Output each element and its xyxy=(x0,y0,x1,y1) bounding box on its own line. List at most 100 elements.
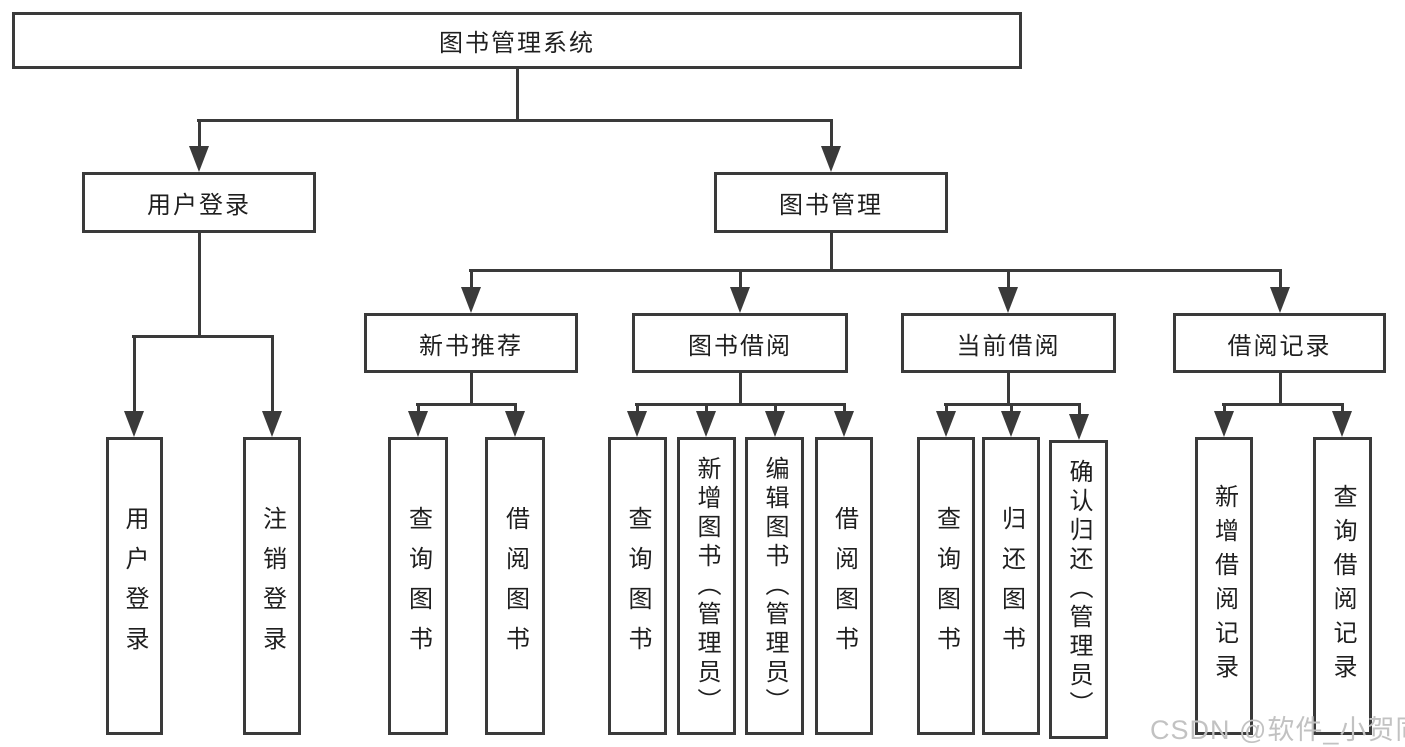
arrow-head xyxy=(505,411,525,437)
connector-book-management-drop xyxy=(830,233,833,272)
arrow-down-icon xyxy=(696,406,716,437)
arrow-down-icon xyxy=(1270,272,1290,313)
arrow-head xyxy=(627,411,647,437)
arrow-stem xyxy=(1077,406,1081,414)
arrow-down-icon xyxy=(1214,406,1234,437)
node-logout: 注销登录 xyxy=(243,437,301,735)
arrow-stem xyxy=(270,338,274,411)
arrow-down-icon xyxy=(1332,406,1352,437)
arrow-head xyxy=(1332,411,1352,437)
arrow-stem xyxy=(944,406,948,411)
node-label: 用户登录 xyxy=(147,192,251,219)
arrow-head xyxy=(189,146,209,172)
node-book-management: 图书管理 xyxy=(714,172,948,233)
node-label: 归还图书 xyxy=(997,506,1025,666)
node-current-borrowing: 当前借阅 xyxy=(901,313,1116,373)
connector-new-book-rail xyxy=(416,403,517,406)
connector-borrowing-records-rail xyxy=(1222,403,1344,406)
node-library-management-system: 图书管理系统 xyxy=(12,12,1022,69)
arrow-down-icon xyxy=(1001,406,1021,437)
arrow-stem xyxy=(197,122,201,146)
node-label: 图书管理 xyxy=(779,192,883,219)
node-label: 借阅图书 xyxy=(830,506,858,666)
node-query-borrow-record: 查询借阅记录 xyxy=(1313,437,1372,735)
node-label: 新增借阅记录 xyxy=(1210,484,1238,688)
csdn-watermark: CSDN @软件_小贺同学 xyxy=(1150,715,1405,745)
arrow-stem xyxy=(1009,406,1013,411)
node-add-book-admin: 新增图书（管理员） xyxy=(677,437,736,735)
node-borrow-books-borrowing: 借阅图书 xyxy=(815,437,873,735)
arrow-head xyxy=(730,287,750,313)
arrow-head xyxy=(1069,414,1089,440)
node-label: 图书管理系统 xyxy=(439,30,595,57)
node-edit-book-admin: 编辑图书（管理员） xyxy=(745,437,804,735)
arrow-stem xyxy=(842,406,846,411)
arrow-stem xyxy=(416,406,420,411)
connector-user-login-rail xyxy=(132,335,274,338)
node-return-books: 归还图书 xyxy=(982,437,1040,735)
arrow-head xyxy=(936,411,956,437)
arrow-down-icon xyxy=(124,338,144,437)
node-label: 借阅图书 xyxy=(501,506,529,666)
node-label: 确认归还（管理员） xyxy=(1065,459,1092,720)
node-query-books-borrowing: 查询图书 xyxy=(608,437,667,735)
arrow-down-icon xyxy=(1069,406,1089,440)
connector-book-borrowing-rail xyxy=(635,403,846,406)
arrow-head xyxy=(262,411,282,437)
arrow-head xyxy=(408,411,428,437)
connector-current-borrowing-drop xyxy=(1007,373,1010,406)
arrow-stem xyxy=(738,272,742,287)
arrow-down-icon xyxy=(730,272,750,313)
node-label: 查询图书 xyxy=(404,506,432,666)
node-query-books-current: 查询图书 xyxy=(917,437,975,735)
arrow-down-icon xyxy=(936,406,956,437)
node-label: 注销登录 xyxy=(258,506,286,666)
arrow-stem xyxy=(829,122,833,146)
arrow-head xyxy=(834,411,854,437)
node-new-book-recommendation: 新书推荐 xyxy=(364,313,578,373)
arrow-head xyxy=(124,411,144,437)
arrow-head xyxy=(765,411,785,437)
node-borrow-books-recommend: 借阅图书 xyxy=(485,437,545,735)
arrow-head xyxy=(696,411,716,437)
arrow-head xyxy=(998,287,1018,313)
arrow-stem xyxy=(513,406,517,411)
arrow-stem xyxy=(1278,272,1282,287)
node-label: 用户登录 xyxy=(121,506,148,666)
node-label: 编辑图书（管理员） xyxy=(761,455,788,717)
arrow-head xyxy=(1214,411,1234,437)
connector-current-borrowing-rail xyxy=(944,403,1081,406)
node-label: 新书推荐 xyxy=(419,332,523,360)
connector-book-borrowing-drop xyxy=(739,373,742,406)
connector-root-drop xyxy=(516,69,519,122)
connector-borrowing-records-drop xyxy=(1279,373,1282,406)
node-label: 借阅记录 xyxy=(1227,332,1332,360)
node-add-borrow-record: 新增借阅记录 xyxy=(1195,437,1253,735)
arrow-down-icon xyxy=(505,406,525,437)
arrow-stem xyxy=(1222,406,1226,411)
node-label: 新增图书（管理员） xyxy=(693,455,720,717)
arrow-down-icon xyxy=(627,406,647,437)
arrow-down-icon xyxy=(461,272,481,313)
connector-level3-rail xyxy=(469,269,1282,272)
node-label: 查询借阅记录 xyxy=(1329,484,1356,688)
connector-user-login-drop xyxy=(198,233,201,338)
connector-new-book-drop xyxy=(470,373,473,406)
arrow-down-icon xyxy=(189,122,209,172)
arrow-stem xyxy=(635,406,639,411)
node-user-login-leaf: 用户登录 xyxy=(106,437,163,735)
arrow-down-icon xyxy=(834,406,854,437)
node-borrowing-records: 借阅记录 xyxy=(1173,313,1386,373)
arrow-stem xyxy=(704,406,708,411)
arrow-stem xyxy=(773,406,777,411)
arrow-head xyxy=(1001,411,1021,437)
arrow-down-icon xyxy=(408,406,428,437)
node-label: 图书借阅 xyxy=(688,332,792,360)
arrow-stem xyxy=(132,338,136,411)
arrow-down-icon xyxy=(262,338,282,437)
arrow-head xyxy=(461,287,481,313)
arrow-head xyxy=(1270,287,1290,313)
arrow-head xyxy=(821,146,841,172)
arrow-stem xyxy=(1340,406,1344,411)
